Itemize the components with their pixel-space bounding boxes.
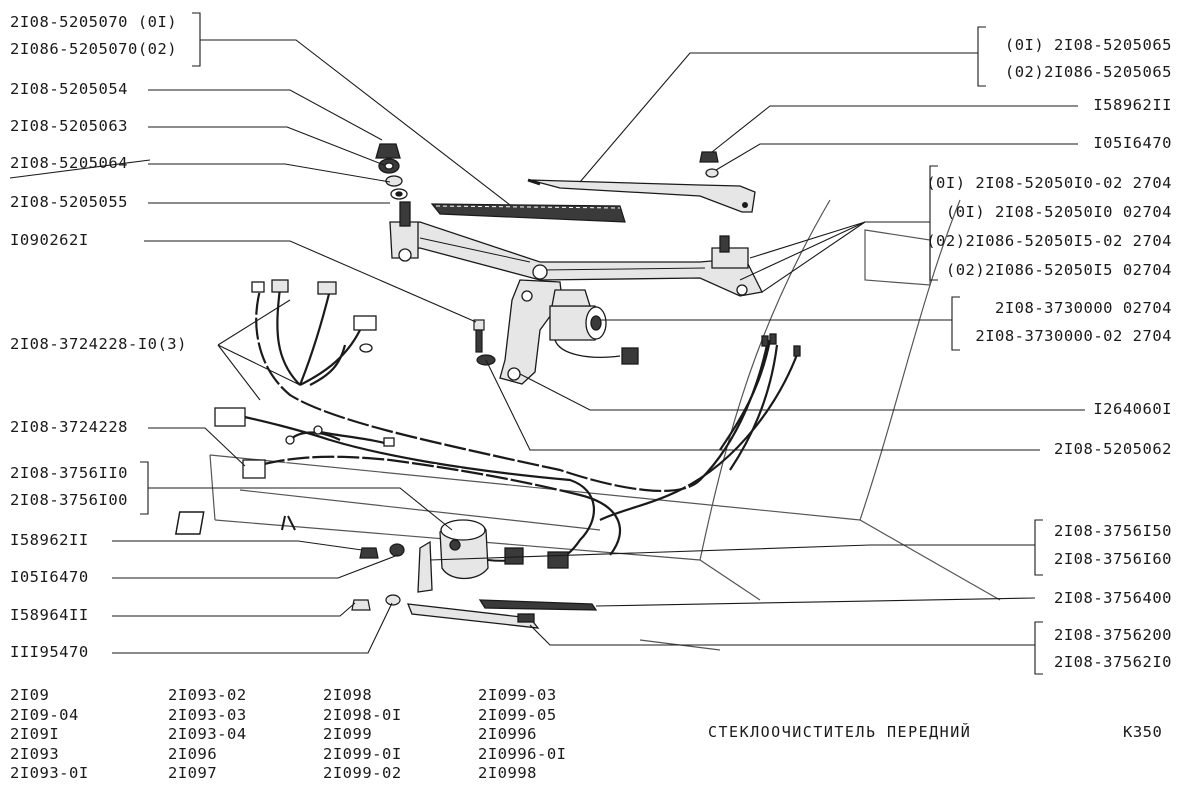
callout-trapezoid-02a: (02)2I086-52050I5-02 2704	[926, 232, 1172, 250]
callout-bolt: I090262I	[10, 231, 89, 249]
callout-jet-210: 2I08-37562I0	[1054, 653, 1172, 671]
model-item: 2I096	[168, 744, 218, 763]
model-item: 2I099-03	[478, 686, 557, 704]
diagram-title: СТЕКЛООЧИСТИТЕЛЬ ПЕРЕДНИЙ	[708, 723, 972, 741]
callout-brackets	[140, 12, 1043, 675]
callout-washer-left: I05I6470	[10, 568, 89, 586]
bracket-bolt	[473, 319, 496, 366]
callout-wiper-arm-02: 2I086-5205070(02)	[10, 40, 178, 58]
lower-hardware	[351, 543, 405, 611]
model-list-col-3: 2I098 2I098-0I 2I099 2I099-0I 2I099-02	[323, 686, 402, 784]
callout-wiper-arm-01: 2I08-5205070 (0I)	[10, 13, 178, 31]
callout-washer-lower: III95470	[10, 643, 89, 661]
callout-nut: 2I08-5205063	[10, 117, 128, 135]
callout-trapezoid-01a: (0I) 2I08-52050I0-02 2704	[926, 174, 1172, 192]
model-item: 2I09I	[10, 725, 60, 743]
wiring-harness	[234, 287, 800, 564]
model-item: 2I097	[168, 764, 218, 782]
callout-hose-150: 2I08-3756I50	[1054, 522, 1172, 540]
callout-hose-160: 2I08-3756I60	[1054, 550, 1172, 568]
callout-grommet: I264060I	[1093, 400, 1172, 418]
wiper-arm-upper	[527, 178, 756, 213]
model-item: 2I0996	[478, 725, 537, 743]
callout-washer-right: I05I6470	[1093, 134, 1172, 152]
leader-lines	[9, 39, 1085, 654]
callout-nut-lower: I58964II	[10, 606, 89, 624]
callout-harness-10: 2I08-3724228-I0(3)	[10, 335, 187, 353]
callout-trapezoid-01b: (0I) 2I08-52050I0 02704	[945, 203, 1172, 221]
right-nut-washer	[699, 151, 719, 178]
model-item: 2I093-03	[168, 705, 247, 724]
model-list-col-4: 2I099-03 2I099-05 2I0996 2I0996-0I 2I099…	[478, 686, 567, 784]
model-list-col-2: 2I093-02 2I093-03 2I093-04 2I096 2I097	[168, 686, 247, 784]
callout-harness: 2I08-3724228	[10, 418, 128, 436]
model-item: 2I093-0I	[10, 764, 89, 782]
wiper-linkage	[389, 201, 763, 297]
car-body-outline	[209, 199, 1001, 651]
model-item: 2I093-04	[168, 725, 247, 743]
callout-pump-100: 2I08-3756I00	[10, 491, 128, 509]
callout-cap: 2I08-5205054	[10, 80, 128, 98]
model-item: 2I099-0I	[323, 744, 402, 763]
callout-nut-right: I58962II	[1093, 96, 1172, 114]
callout-nut-left: I58962II	[10, 531, 89, 549]
callout-pump-110: 2I08-3756II0	[10, 464, 128, 482]
model-item: 2I0996-0I	[478, 744, 567, 763]
model-list-col-1: 2I09 2I09-04 2I09I 2I093 2I093-0I	[10, 686, 89, 784]
callout-washer: 2I08-5205064	[10, 154, 128, 172]
callout-blade-01: (0I) 2I08-5205065	[1004, 36, 1172, 54]
callout-nozzle: 2I08-3756400	[1054, 589, 1172, 607]
callout-trapezoid-02b: (02)2I086-52050I5 02704	[945, 261, 1172, 279]
model-item: 2I093-02	[168, 686, 247, 704]
model-item: 2I09-04	[10, 705, 79, 724]
model-item: 2I093	[10, 744, 60, 763]
stack-hardware	[375, 143, 408, 200]
page-code: К350	[1123, 723, 1163, 741]
wiper-motor	[549, 289, 639, 365]
model-item: 2I09	[10, 686, 50, 704]
pump-bracket	[417, 540, 433, 593]
harness-connectors	[214, 279, 801, 479]
hood-emblem	[174, 511, 296, 535]
callout-bushing: 2I08-5205055	[10, 193, 128, 211]
model-item: 2I098-0I	[323, 705, 402, 724]
model-item: 2I099	[323, 725, 373, 743]
model-item: 2I098	[323, 686, 373, 704]
washer-pump	[439, 519, 569, 580]
callout-jet-200: 2I08-3756200	[1054, 626, 1172, 644]
nozzle-and-jet	[406, 599, 598, 629]
wiper-blade-upper	[430, 203, 626, 223]
callout-bracket: 2I08-5205062	[1054, 440, 1172, 458]
model-item: 2I0998	[478, 764, 537, 782]
model-item: 2I099-02	[323, 764, 402, 782]
callout-blade-02: (02)2I086-5205065	[1004, 63, 1172, 81]
callout-motor-b: 2I08-3730000-02 2704	[975, 327, 1172, 345]
model-item: 2I099-05	[478, 705, 557, 724]
callout-motor-a: 2I08-3730000 02704	[995, 299, 1172, 317]
